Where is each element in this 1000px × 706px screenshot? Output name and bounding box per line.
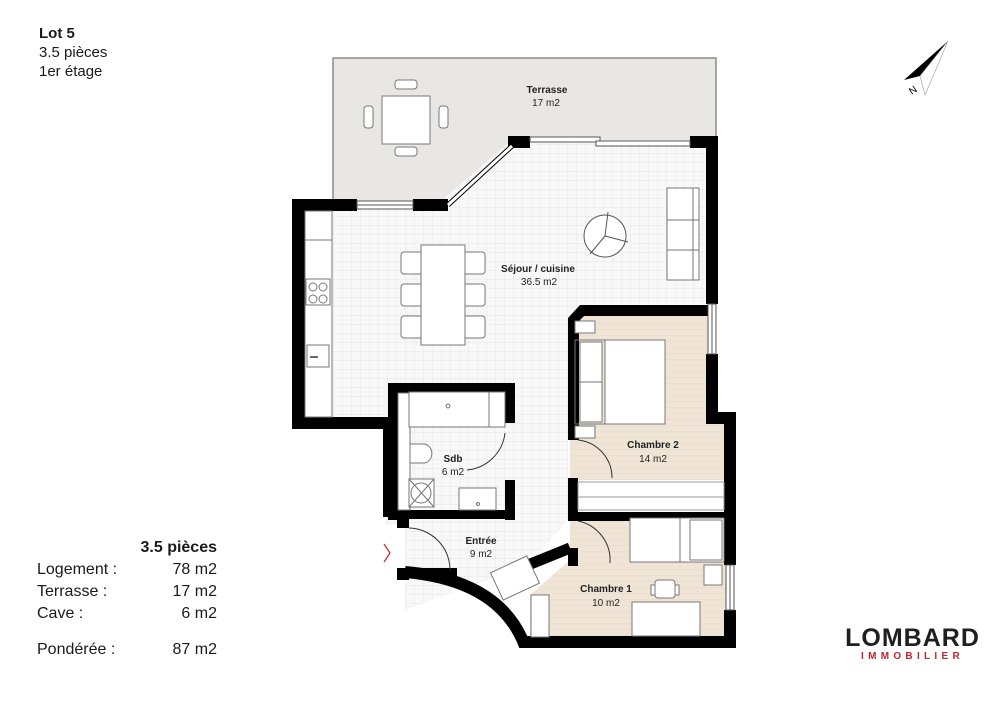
area-summary: 3.5 pièces Logement : 78 m2 Terrasse : 1… — [37, 537, 217, 661]
room-label-entree: Entrée 9 m2 — [465, 536, 497, 560]
summary-label: Cave : — [37, 605, 84, 622]
logo-brand: LOMBARD — [845, 624, 980, 652]
summary-value: 6 m2 — [181, 605, 217, 622]
svg-text:Terrasse: Terrasse — [527, 85, 568, 96]
svg-text:6 m2: 6 m2 — [442, 467, 465, 478]
room-label-chambre2: Chambre 2 14 m2 — [627, 440, 679, 465]
room-label-sdb: Sdb 6 m2 — [442, 454, 465, 478]
svg-text:17 m2: 17 m2 — [532, 98, 560, 109]
room-label-chambre1: Chambre 1 10 m2 — [580, 584, 632, 609]
wardrobe — [577, 481, 725, 511]
svg-text:9 m2: 9 m2 — [470, 549, 493, 560]
lot-title: Lot 5 — [39, 25, 75, 42]
svg-text:Sdb: Sdb — [444, 454, 463, 465]
summary-label: Pondérée : — [37, 641, 116, 658]
diagonal-wall — [525, 542, 573, 571]
svg-text:14 m2: 14 m2 — [639, 454, 667, 465]
north-arrow-icon: N — [904, 40, 949, 97]
summary-value: 17 m2 — [172, 583, 217, 600]
double-bed — [574, 320, 666, 439]
svg-text:Chambre 2: Chambre 2 — [627, 440, 679, 451]
doors — [408, 432, 613, 601]
curved-wall — [404, 566, 531, 649]
dining-table — [400, 244, 486, 346]
room-label-terrasse: Terrasse 17 m2 — [527, 85, 568, 109]
lot-floor: 1er étage — [39, 63, 103, 80]
summary-label: Terrasse : — [37, 583, 108, 600]
walls — [292, 136, 736, 648]
lombard-logo: LOMBARD IMMOBILIER — [840, 624, 985, 662]
summary-label: Logement : — [37, 561, 118, 578]
kitchen-counter — [304, 210, 333, 418]
summary-value: 87 m2 — [172, 641, 217, 658]
summary-row-logement: Logement : 78 m2 — [37, 559, 217, 581]
summary-row-ponderee: Pondérée : 87 m2 — [37, 639, 217, 661]
summary-value: 78 m2 — [172, 561, 217, 578]
sofa — [666, 187, 700, 281]
summary-title: 3.5 pièces — [140, 539, 218, 556]
svg-text:10 m2: 10 m2 — [592, 598, 620, 609]
svg-text:Séjour / cuisine: Séjour / cuisine — [501, 264, 575, 275]
lot-rooms: 3.5 pièces — [39, 44, 108, 61]
bedroom1-furniture — [530, 517, 725, 638]
summary-row-cave: Cave : 6 m2 — [37, 603, 217, 625]
bathroom-fixtures — [397, 391, 506, 511]
entrance-marker-icon — [383, 543, 391, 563]
svg-text:36.5 m2: 36.5 m2 — [521, 277, 558, 288]
north-label: N — [907, 84, 919, 97]
terrace-table — [363, 79, 449, 157]
windows — [356, 136, 735, 611]
lot-header: Lot 5 3.5 pièces 1er étage — [39, 24, 107, 81]
round-table — [583, 211, 629, 258]
room-label-sejour: Séjour / cuisine 36.5 m2 — [501, 264, 575, 288]
summary-row-terrasse: Terrasse : 17 m2 — [37, 581, 217, 603]
logo-subtitle: IMMOBILIER — [861, 651, 964, 662]
svg-text:Entrée: Entrée — [465, 536, 497, 547]
svg-text:Chambre 1: Chambre 1 — [580, 584, 632, 595]
